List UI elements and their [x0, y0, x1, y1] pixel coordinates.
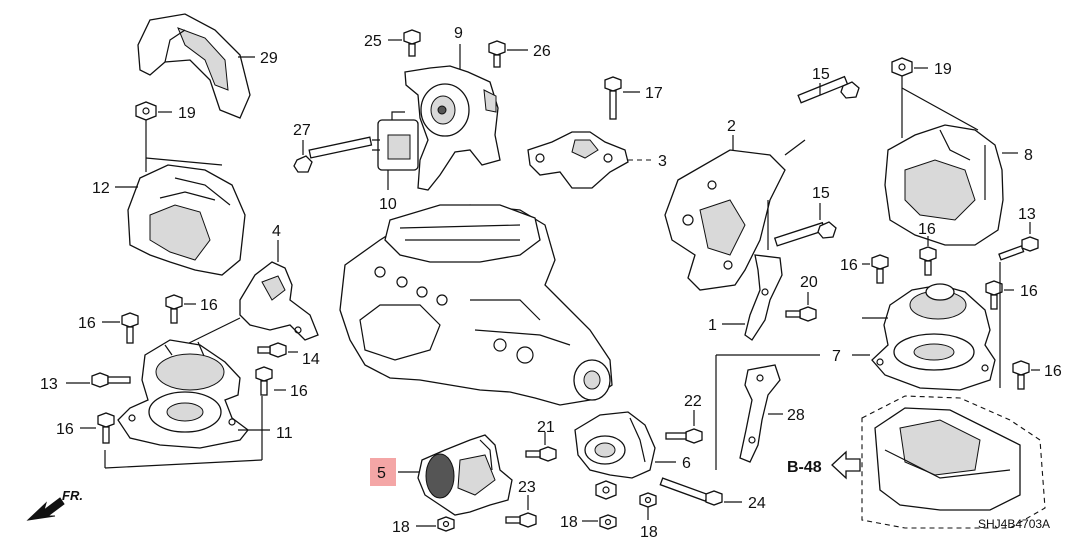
callout-20[interactable]: 20 [800, 274, 818, 291]
part-28-bracket[interactable] [739, 364, 781, 463]
part-dashed-reference-box [861, 395, 1046, 529]
part-5-mount[interactable] [417, 434, 513, 516]
callout-19-left[interactable]: 19 [178, 105, 196, 122]
part-16-bolt-a[interactable] [165, 294, 183, 324]
front-direction-arrow: FR. [26, 488, 83, 521]
part-25-bolt[interactable] [403, 29, 421, 57]
part-16-bolt-b[interactable] [121, 312, 139, 344]
callout-17[interactable]: 17 [645, 85, 663, 102]
callout-9[interactable]: 9 [454, 25, 463, 42]
part-20-bolt[interactable] [785, 306, 817, 322]
direction-label: FR. [62, 488, 83, 503]
part-19-nut-right[interactable] [891, 57, 913, 77]
part-15-bolt-upper[interactable] [797, 75, 860, 104]
callout-21[interactable]: 21 [537, 419, 555, 436]
callout-3[interactable]: 3 [658, 153, 667, 170]
part-15-bolt-lower[interactable] [773, 221, 837, 247]
callout-22[interactable]: 22 [684, 393, 702, 410]
callout-5-highlight [370, 458, 396, 486]
part-8-cover[interactable] [884, 124, 1004, 246]
callout-12[interactable]: 12 [92, 180, 110, 197]
part-10-solenoid[interactable] [372, 111, 419, 190]
callout-28[interactable]: 28 [787, 407, 805, 424]
part-16-bolt-g[interactable] [985, 280, 1003, 310]
callout-11[interactable]: 11 [276, 425, 293, 442]
part-18-nut-b[interactable] [595, 480, 617, 500]
callout-8[interactable]: 8 [1024, 147, 1033, 164]
part-26-bolt[interactable] [488, 40, 506, 68]
part-12-cover[interactable] [127, 164, 246, 276]
part-27-bolt[interactable] [293, 136, 373, 173]
diagram-code: SHJ4B4703A [978, 517, 1050, 531]
callout-13-left[interactable]: 13 [40, 376, 58, 393]
part-18-nut-d[interactable] [639, 492, 657, 508]
callout-16-a[interactable]: 16 [200, 297, 218, 314]
callout-16-g[interactable]: 16 [1020, 283, 1038, 300]
part-16-bolt-e[interactable] [871, 254, 889, 284]
callout-16-d[interactable]: 16 [56, 421, 74, 438]
callout-16-h[interactable]: 16 [1044, 363, 1062, 380]
part-11-mount[interactable] [117, 339, 249, 449]
part-9-bracket[interactable] [404, 65, 501, 191]
part-14-bolt[interactable] [257, 342, 287, 358]
callout-18-a[interactable]: 18 [392, 519, 410, 536]
part-24-bolt[interactable] [659, 477, 723, 506]
part-16-bolt-d[interactable] [97, 412, 115, 444]
callout-25[interactable]: 25 [364, 33, 382, 50]
callout-26[interactable]: 26 [533, 43, 551, 60]
callout-15-lower[interactable]: 15 [812, 185, 830, 202]
part-23-bolt[interactable] [505, 512, 537, 528]
callout-13-right[interactable]: 13 [1018, 206, 1036, 223]
part-13-bolt-left[interactable] [91, 372, 131, 388]
part-22-bolt[interactable] [665, 428, 703, 444]
part-4-bracket[interactable] [239, 261, 319, 341]
callout-14[interactable]: 14 [302, 351, 320, 368]
callout-5[interactable]: 5 [377, 465, 386, 482]
part-16-bolt-h[interactable] [1012, 360, 1030, 390]
part-21-bolt[interactable] [525, 446, 557, 462]
callout-19-right[interactable]: 19 [934, 61, 952, 78]
part-18-nut-a[interactable] [437, 516, 455, 532]
part-7-mount[interactable] [871, 283, 996, 391]
part-13-bolt-right[interactable] [998, 236, 1039, 261]
callout-4[interactable]: 4 [272, 223, 281, 240]
callout-27[interactable]: 27 [293, 122, 311, 139]
part-1-bracket[interactable] [744, 254, 783, 341]
callout-23[interactable]: 23 [518, 479, 536, 496]
callout-16-e[interactable]: 16 [840, 257, 858, 274]
callout-15-upper[interactable]: 15 [812, 66, 830, 83]
callout-10[interactable]: 10 [379, 196, 397, 213]
arrow-left-icon [831, 450, 861, 480]
callout-1[interactable]: 1 [708, 317, 717, 334]
part-3-bracket[interactable] [527, 131, 629, 189]
arrow-front-icon [26, 497, 65, 521]
part-29-stopper[interactable] [137, 13, 251, 119]
callout-18-b[interactable]: 18 [560, 514, 578, 531]
part-16-bolt-f[interactable] [919, 246, 937, 276]
callout-18-c[interactable]: 18 [640, 524, 658, 541]
reference-b48-button[interactable]: B-48 [787, 459, 822, 476]
callout-16-f[interactable]: 16 [918, 221, 936, 238]
callout-2[interactable]: 2 [727, 118, 736, 135]
part-16-bolt-c[interactable] [255, 366, 273, 396]
part-18-nut-c[interactable] [599, 514, 617, 530]
engine-assembly [339, 204, 613, 406]
callout-24[interactable]: 24 [748, 495, 766, 512]
part-6-mount[interactable] [574, 411, 656, 479]
part-17-bolt[interactable] [604, 76, 622, 120]
callout-16-c[interactable]: 16 [290, 383, 308, 400]
part-19-nut-left[interactable] [135, 101, 157, 121]
callout-29[interactable]: 29 [260, 50, 278, 67]
callout-16-b[interactable]: 16 [78, 315, 96, 332]
part-2-bracket[interactable] [664, 149, 786, 291]
callout-7[interactable]: 7 [832, 348, 841, 365]
callout-6[interactable]: 6 [682, 455, 691, 472]
